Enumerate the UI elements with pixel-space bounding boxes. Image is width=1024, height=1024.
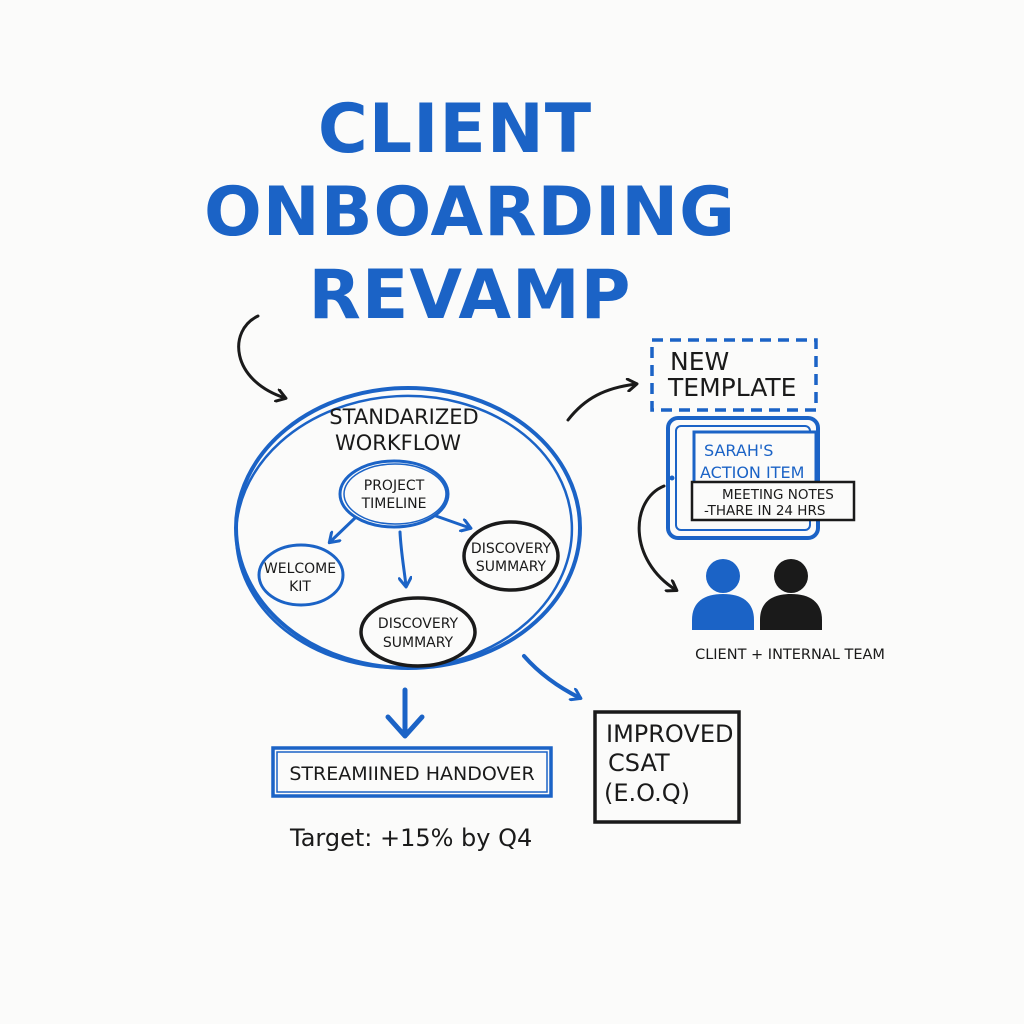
discovery-summary-bottom-label-2: SUMMARY [383,635,454,651]
csat-box: IMPROVED CSAT (E.O.Q) [593,710,741,824]
handover-arrowhead [385,714,425,739]
handover-box: STREAMIINED HANDOVER [271,746,553,798]
title-to-workflow-arrow [237,314,285,398]
title-line-2: ONBOARDING [204,173,736,252]
handover-label: STREAMIINED HANDOVER [289,763,534,785]
title-line-1: CLIENT [318,90,592,169]
action-item-line-1: SARAH'S [704,441,773,460]
discovery-summary-right-label-1: DISCOVERY [471,541,552,557]
action-item-line-2: ACTION ITEM [700,463,804,482]
new-template-line-1: NEW [670,347,729,376]
project-timeline-node: PROJECT TIMELINE [338,459,450,529]
timeline-to-discovery-arrow [400,530,406,586]
client-person-icon [692,559,754,630]
welcome-kit-label-1: WELCOME [264,561,336,577]
discovery-summary-right-label-2: SUMMARY [476,559,547,575]
workflow-to-csat-arrow [522,654,580,698]
new-template-box: NEW TEMPLATE [650,338,818,412]
csat-line-1: IMPROVED [606,720,733,748]
discovery-summary-bottom-node: DISCOVERY SUMMARY [359,596,477,668]
title-line-3: REVAMP [309,256,632,335]
workflow-heading-line-2: WORKFLOW [335,431,461,455]
internal-team-person-icon [760,559,822,630]
meeting-notes-card: MEETING NOTES -THARE IN 24 HRS [690,480,856,522]
meeting-notes-line-2: -THARE IN 24 HRS [704,503,825,519]
project-timeline-label-2: TIMELINE [361,496,427,512]
csat-line-2: CSAT [608,749,670,777]
workflow-heading-line-1: STANDARIZED [329,405,478,429]
team-label: CLIENT + INTERNAL TEAM [695,647,885,663]
action-item-card: SARAH'S ACTION ITEM [692,430,818,490]
discovery-summary-bottom-label-1: DISCOVERY [378,616,459,632]
new-template-line-2: TEMPLATE [667,373,796,402]
workflow-circle [234,386,582,670]
tablet-home-dot [669,475,675,481]
meeting-notes-line-1: MEETING NOTES [722,487,834,503]
project-timeline-label-1: PROJECT [364,478,425,494]
target-text: Target: +15% by Q4 [289,824,532,852]
workflow-to-template-arrow [566,384,636,422]
csat-line-3: (E.O.Q) [604,779,690,807]
welcome-kit-label-2: KIT [289,579,311,595]
tablet-to-team-arrow [637,484,676,590]
timeline-to-welcome-arrow [330,516,357,542]
discovery-summary-right-node: DISCOVERY SUMMARY [462,520,560,592]
timeline-to-summary-arrow [434,514,470,528]
welcome-kit-node: WELCOME KIT [257,543,345,607]
